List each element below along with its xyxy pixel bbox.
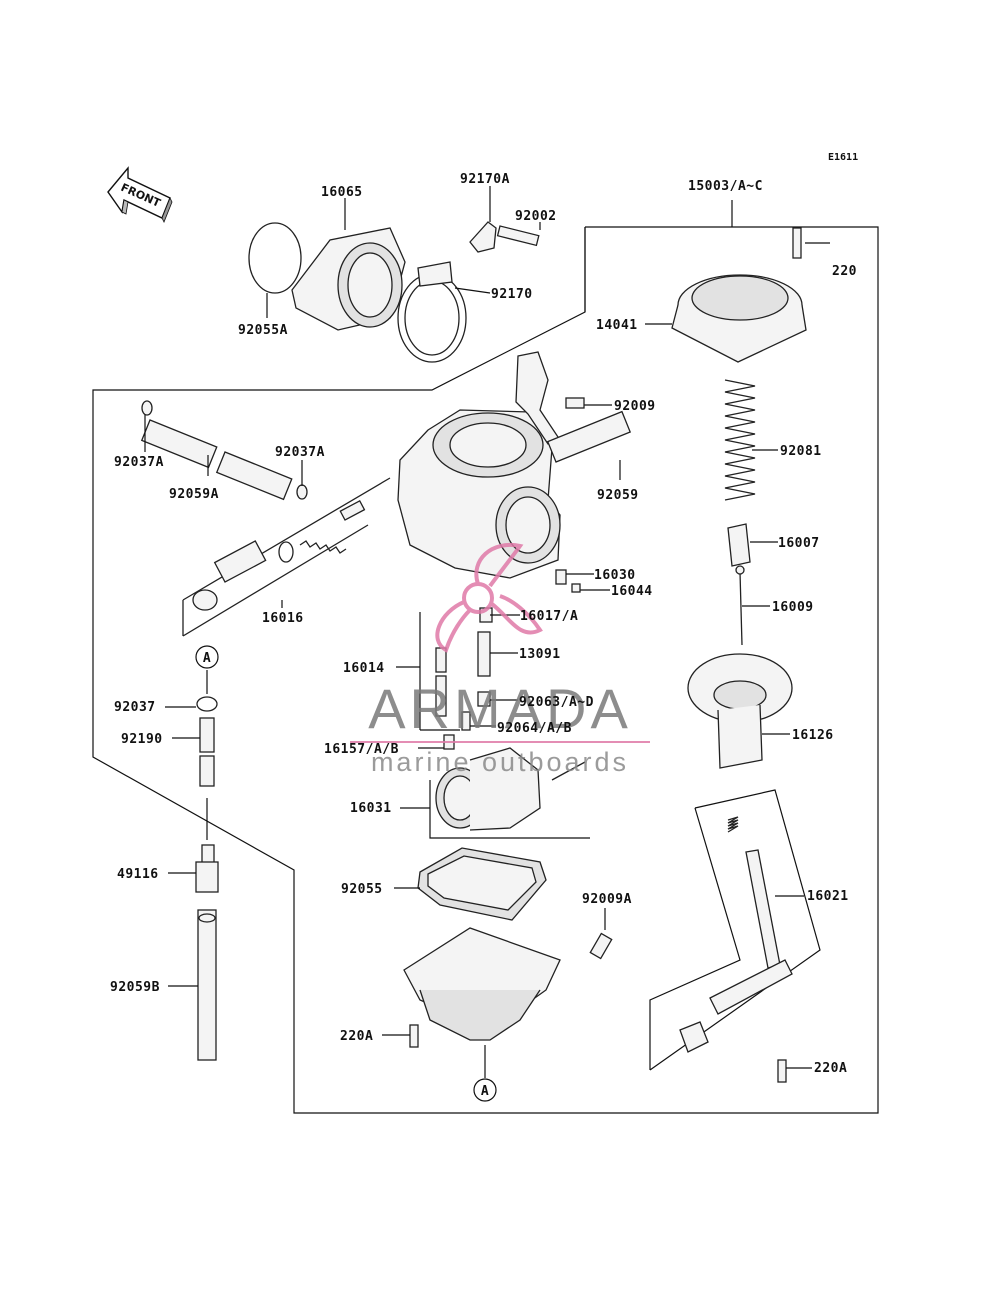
- part-label: 92059B: [110, 980, 160, 995]
- part-label: 13091: [519, 647, 561, 662]
- part-label: 92009: [614, 399, 656, 414]
- part-label: 92055: [341, 882, 383, 897]
- part-label: 92002: [515, 209, 557, 224]
- part-label: 92063/A~D: [519, 695, 594, 710]
- part-label: 92064/A/B: [497, 721, 572, 736]
- propeller-icon: [435, 542, 543, 653]
- part-label: 92170: [491, 287, 533, 302]
- assembly-boundary: [92, 200, 879, 1114]
- part-label: 16016: [262, 611, 304, 626]
- part-label: 16126: [792, 728, 834, 743]
- part-label: 16021: [807, 889, 849, 904]
- watermark-logo: ARMADA marine outboards: [350, 542, 650, 777]
- part-label: 16157/A/B: [324, 742, 399, 757]
- part-label: 49116: [117, 867, 159, 882]
- part-label: 220: [832, 264, 857, 279]
- part-label: 92190: [121, 732, 163, 747]
- throttle-body: [400, 747, 590, 839]
- part-label: 16014: [343, 661, 385, 676]
- part-label: 15003/A~C: [688, 179, 763, 194]
- part-label: 16065: [321, 185, 363, 200]
- part-label: 92059A: [169, 487, 219, 502]
- front-arrow-icon: FRONT: [107, 166, 173, 223]
- intake-group: [248, 186, 541, 363]
- part-label: 16031: [350, 801, 392, 816]
- part-label: 92055A: [238, 323, 288, 338]
- float-bowl-group: [382, 847, 613, 1078]
- part-label: 92081: [780, 444, 822, 459]
- overflow-tube-group: [165, 670, 219, 1061]
- diagram-code: E1611: [828, 152, 858, 163]
- part-label: 220A: [814, 1061, 847, 1076]
- part-label: 92037: [114, 700, 156, 715]
- watermark-brand: ARMADA: [368, 677, 632, 740]
- watermark-tagline: marine outboards: [371, 747, 629, 777]
- part-label: 14041: [596, 318, 638, 333]
- part-label: 92009A: [582, 892, 632, 907]
- reference-markers: A A: [195, 645, 497, 1102]
- part-label: 16009: [772, 600, 814, 615]
- choke-cable-group: [649, 789, 821, 1083]
- part-label: 92037A: [275, 445, 325, 460]
- ref-marker-a-top: A: [203, 651, 211, 666]
- vacuum-piston-group: [645, 227, 830, 769]
- carburetor-body: [140, 351, 632, 750]
- ref-marker-a-bottom: A: [481, 1084, 489, 1099]
- part-label: 16044: [611, 584, 653, 599]
- part-label: 92059: [597, 488, 639, 503]
- part-label: 92037A: [114, 455, 164, 470]
- part-label: 16030: [594, 568, 636, 583]
- part-label: 16017/A: [520, 609, 578, 624]
- part-label: 220A: [340, 1029, 373, 1044]
- part-labels: 16065 92170A 92002 92170 92055A 15003/A~…: [110, 172, 857, 1076]
- part-label: 16007: [778, 536, 820, 551]
- part-label: 92170A: [460, 172, 510, 187]
